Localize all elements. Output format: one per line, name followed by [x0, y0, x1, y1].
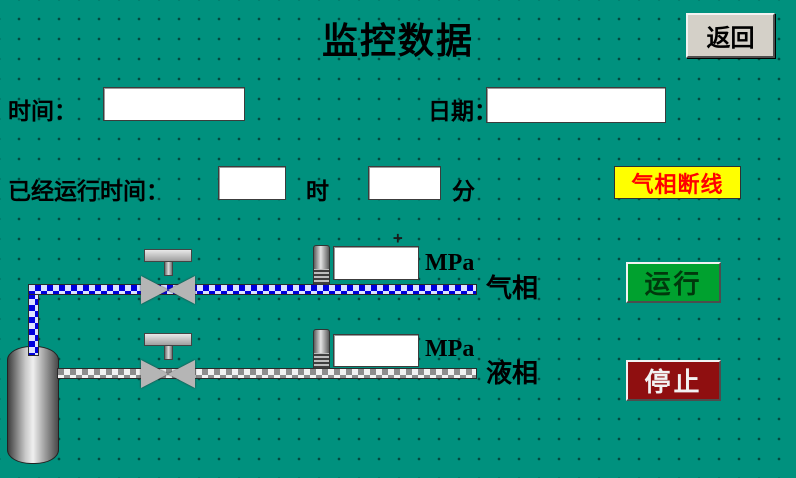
gas-valve-icon[interactable] — [168, 276, 195, 304]
liquid-valve-icon[interactable] — [141, 360, 168, 388]
page-title: 监控数据 — [321, 21, 474, 61]
gas-pressure-transmitter-icon — [313, 245, 330, 285]
gas-unit-label: MPa — [425, 250, 475, 276]
time-label: 时间： — [8, 99, 77, 124]
runtime-hours-field[interactable] — [218, 166, 286, 200]
storage-tank — [7, 346, 59, 464]
crosshair-mark: + — [393, 228, 403, 247]
liquid-pressure-field[interactable] — [333, 334, 419, 367]
time-field[interactable] — [103, 87, 245, 121]
stop-button[interactable]: 停止 — [626, 360, 721, 401]
gas-pressure-field[interactable] — [333, 246, 419, 280]
runtime-label: 已经运行时间： — [8, 179, 169, 204]
run-button[interactable]: 运行 — [626, 262, 721, 303]
gas-line-label: 气相 — [486, 274, 539, 303]
runtime-minutes-field[interactable] — [368, 166, 441, 200]
gas-disconnect-alarm-badge: 气相断线 — [614, 166, 741, 199]
transmitter-ribs-icon — [314, 269, 329, 284]
liquid-valve-icon[interactable] — [168, 360, 195, 388]
gas-valve-stem-icon — [164, 261, 173, 276]
date-field[interactable] — [486, 87, 666, 123]
date-label: 日期： — [428, 99, 497, 124]
transmitter-ribs-icon — [314, 353, 329, 368]
liquid-pipe — [57, 368, 477, 379]
minutes-unit-label: 分 — [452, 179, 475, 204]
gas-valve-icon[interactable] — [141, 276, 168, 304]
gas-pipe-vertical — [28, 286, 39, 356]
gas-pipe — [28, 284, 477, 295]
liquid-line-label: 液相 — [486, 359, 539, 388]
liquid-valve-stem-icon — [164, 345, 173, 360]
liquid-unit-label: MPa — [425, 336, 475, 362]
liquid-pressure-transmitter-icon — [313, 329, 330, 369]
back-button[interactable]: 返回 — [686, 13, 775, 58]
hours-unit-label: 时 — [306, 179, 329, 204]
